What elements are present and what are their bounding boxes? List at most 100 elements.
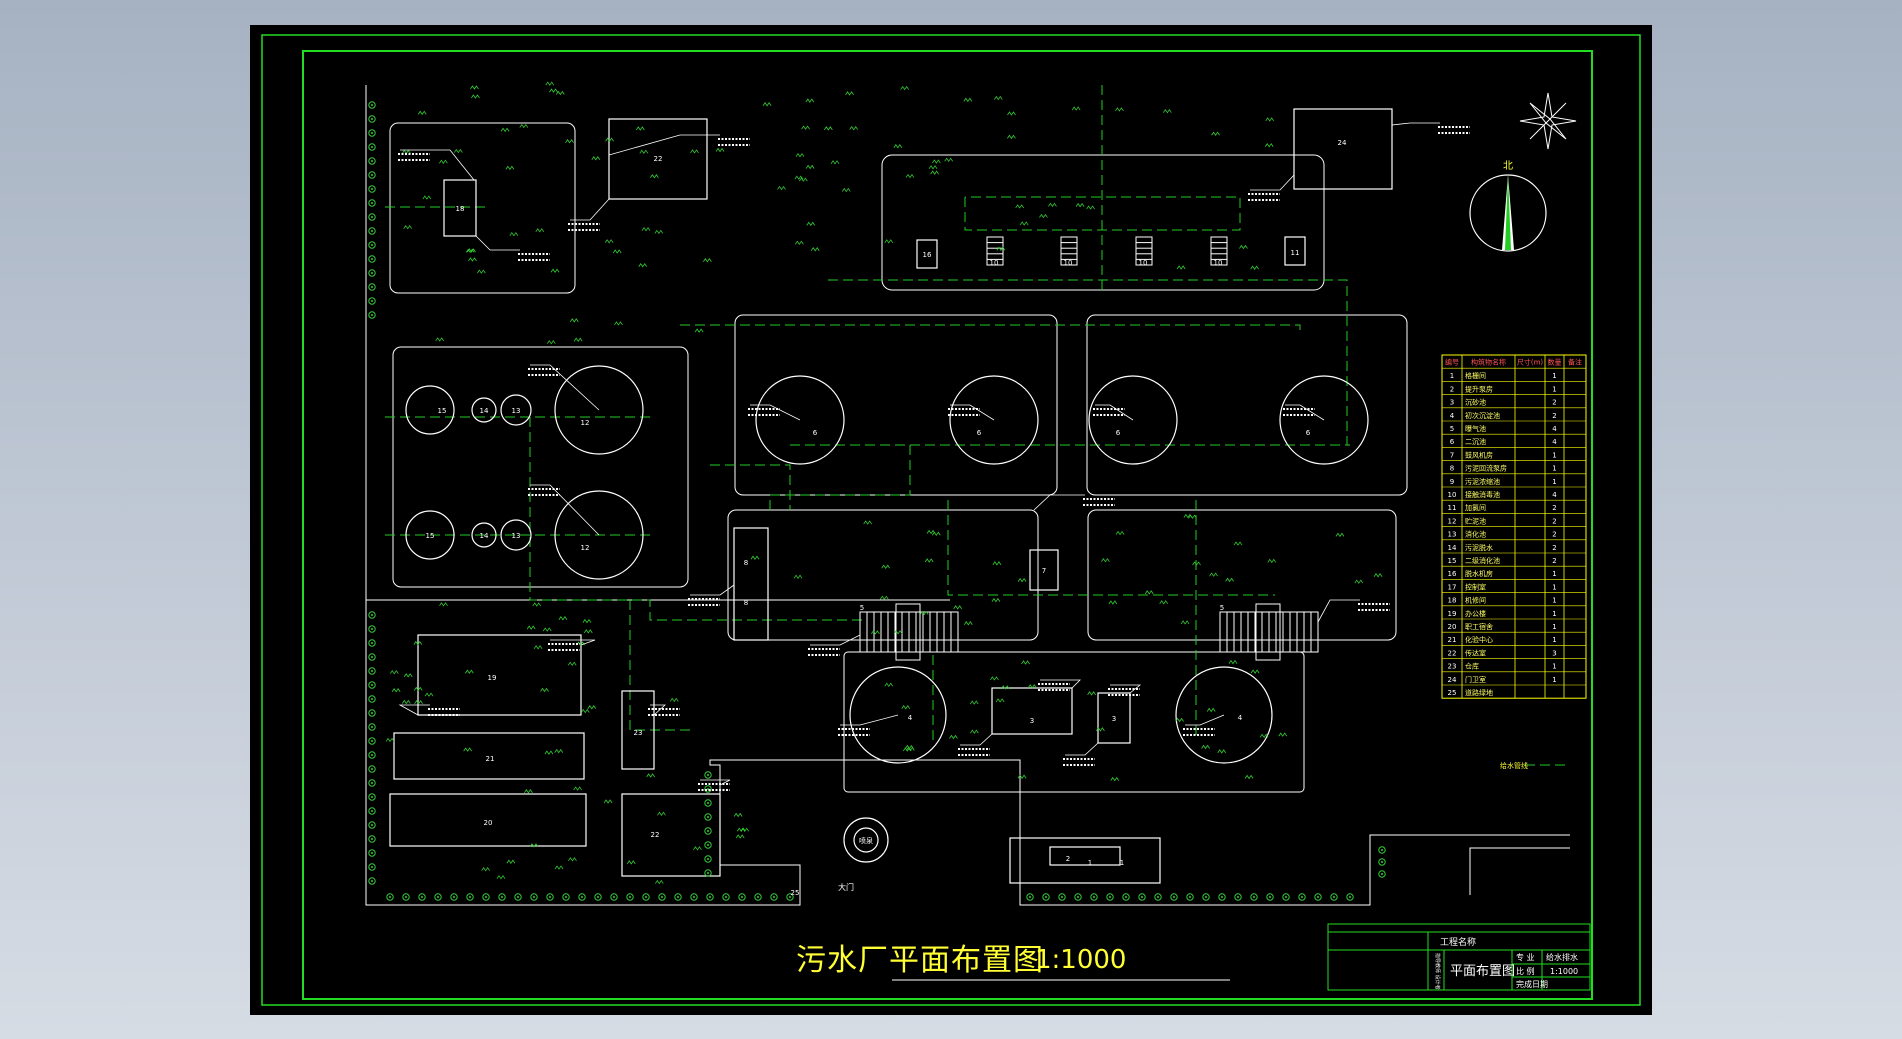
grass-icon [554, 748, 564, 754]
clarifier-area [843, 651, 1305, 793]
grass-icon [1159, 600, 1169, 605]
tank-12b [554, 490, 644, 580]
grass-icon [500, 127, 510, 133]
pipe-main-3 [828, 279, 1348, 445]
grass-icon [604, 239, 614, 244]
grass-icon [1000, 685, 1010, 690]
label-25: 25 [791, 889, 800, 897]
table-cell: 1 [1552, 597, 1556, 605]
table-cell: 14 [1448, 544, 1457, 552]
tree-icon [368, 157, 376, 165]
table-cell: 2 [1552, 517, 1556, 525]
grass-icon [735, 834, 745, 839]
table-cell: 职工宿舍 [1465, 622, 1493, 631]
grass-icon [554, 865, 564, 870]
table-cell: 1 [1552, 451, 1556, 459]
grass-icon [949, 734, 958, 740]
inner-frame [302, 50, 1593, 1000]
grass-icon [635, 126, 645, 131]
tree-icon [482, 893, 490, 901]
grass-icon [519, 123, 529, 129]
grass-icon [1244, 774, 1254, 780]
grass-icon [1259, 733, 1269, 739]
grass-icon [471, 94, 480, 99]
grass-icon [401, 699, 411, 705]
grass-icon [793, 574, 803, 580]
tree-icon [450, 893, 458, 901]
tree-icon [1122, 893, 1130, 901]
label-8a: 8 [744, 559, 748, 567]
table-cell: 11 [1448, 504, 1457, 512]
grass-icon [884, 239, 894, 244]
table-cell: 5 [1450, 425, 1454, 433]
grass-icon [1017, 774, 1027, 779]
label-6b: 6 [977, 429, 982, 437]
tree-icon [368, 723, 376, 731]
leader-line [400, 149, 475, 181]
bldg-8 [733, 527, 769, 641]
site-plan: 18 22 15 14 13 12 15 14 13 12 6 6 6 6 5 … [261, 34, 1641, 1006]
compass-star-icon [1519, 92, 1577, 150]
legend-pipe-label: 给水管线 [1500, 761, 1528, 770]
grass-icon [798, 177, 808, 182]
tree-icon [368, 709, 376, 717]
tree-icon [658, 893, 666, 901]
grass-icon [1180, 620, 1190, 625]
grass-icon [740, 827, 750, 833]
table-cell: 12 [1448, 517, 1457, 525]
table-cell: 17 [1448, 583, 1457, 591]
tree-icon [368, 297, 376, 305]
tree-icon [368, 653, 376, 661]
tree-icon [368, 681, 376, 689]
label-11: 11 [1291, 249, 1300, 257]
table-cell: 24 [1448, 676, 1457, 684]
grass-icon [1228, 659, 1238, 665]
grass-icon [905, 173, 915, 179]
north-arrow-icon [1469, 174, 1547, 252]
grass-icon [550, 268, 560, 273]
table-cell: 加氯间 [1465, 503, 1486, 512]
fountain-label: 喷泉 [859, 836, 873, 845]
tree-icon [368, 185, 376, 193]
label-6a: 6 [813, 429, 818, 437]
table-cell: 1 [1552, 623, 1556, 631]
grass-icon [1039, 213, 1048, 219]
grass-icon [481, 866, 490, 872]
tree-icon [610, 893, 618, 901]
grass-icon [905, 744, 914, 750]
tree-icon [1042, 893, 1050, 901]
label-8b: 8 [744, 599, 748, 607]
leader-line [700, 779, 731, 786]
bldg-17 [1097, 692, 1131, 744]
table-cell: 消化池 [1465, 530, 1486, 539]
table-header: 尺寸(m) [1517, 358, 1544, 367]
table-cell: 鼓风机房 [1465, 450, 1493, 459]
tb-major-value: 给水排水 [1546, 952, 1578, 962]
table-cell: 控制室 [1465, 582, 1486, 591]
grass-icon [654, 879, 664, 885]
drawing-title: 污水厂平面布置图 [796, 943, 1044, 978]
grass-icon [389, 669, 399, 675]
grass-icon [657, 811, 666, 817]
label-12a: 12 [581, 419, 590, 427]
table-cell: 2 [1552, 544, 1556, 552]
grass-icon [565, 139, 574, 144]
grass-icon [1017, 577, 1027, 583]
bldg-21 [393, 732, 585, 780]
grass-icon [506, 859, 516, 865]
tree-icon [368, 269, 376, 277]
table-cell: 3 [1552, 649, 1556, 657]
grass-icon [824, 126, 833, 131]
clarifier-6d [1279, 375, 1369, 465]
table-cell: 4 [1450, 412, 1455, 420]
tree-icon [1378, 858, 1386, 866]
grass-icon [1239, 244, 1248, 250]
leader-line [550, 639, 596, 646]
tree-icon [368, 115, 376, 123]
tb-scale-label: 比 例 [1516, 966, 1535, 976]
table-cell: 沉砂池 [1465, 398, 1486, 407]
site-boundary-right [1469, 847, 1570, 895]
pipe-main-11 [947, 500, 1275, 596]
label-13a: 13 [512, 407, 521, 415]
aeration-area-left [734, 314, 1058, 496]
